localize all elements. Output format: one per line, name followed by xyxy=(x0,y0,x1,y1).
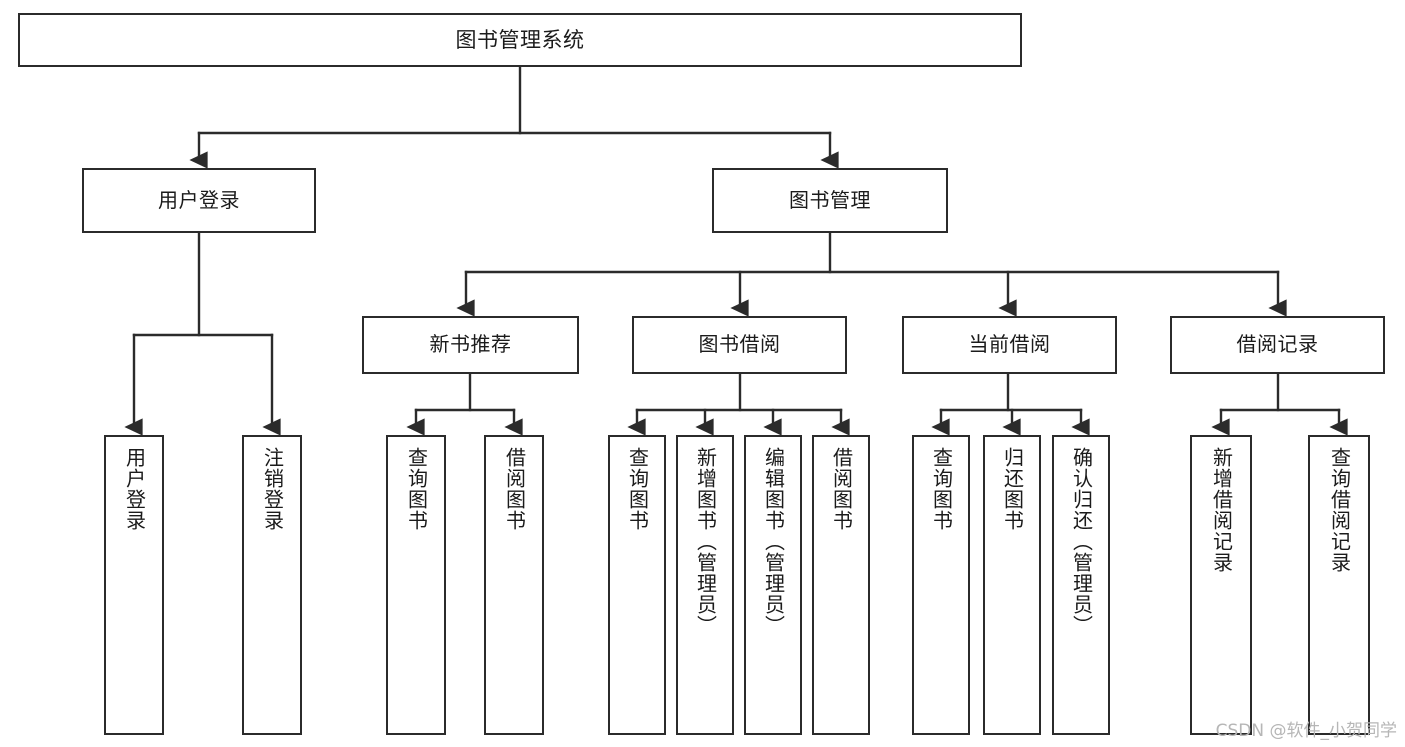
node-label: 新书推荐 xyxy=(429,332,512,357)
node-new-book-recommend[interactable]: 新书推荐 xyxy=(362,316,579,374)
node-label: 图书管理 xyxy=(789,187,871,212)
node-leaf-br-add-record[interactable]: 新增借阅记录 xyxy=(1190,435,1252,735)
node-label: 图书管理系统 xyxy=(455,27,585,52)
node-leaf-bb-borrow-book[interactable]: 借阅图书 xyxy=(812,435,870,735)
node-label: 新增图书（管理员） xyxy=(693,447,718,636)
node-leaf-nbr-query-book[interactable]: 查询图书 xyxy=(386,435,446,735)
node-book-management-system[interactable]: 图书管理系统 xyxy=(18,13,1022,67)
node-leaf-bb-add-book[interactable]: 新增图书（管理员） xyxy=(676,435,734,735)
node-leaf-cb-return-book[interactable]: 归还图书 xyxy=(983,435,1041,735)
node-label: 图书借阅 xyxy=(698,332,781,357)
node-leaf-nbr-borrow-book[interactable]: 借阅图书 xyxy=(484,435,544,735)
node-label: 借阅记录 xyxy=(1236,332,1319,357)
node-leaf-user-login[interactable]: 用户登录 xyxy=(104,435,164,735)
node-label: 注销登录 xyxy=(260,447,285,531)
node-leaf-bb-edit-book[interactable]: 编辑图书（管理员） xyxy=(744,435,802,735)
node-leaf-cb-confirm-return[interactable]: 确认归还（管理员） xyxy=(1052,435,1110,735)
node-label: 编辑图书（管理员） xyxy=(761,447,786,636)
node-leaf-user-logout[interactable]: 注销登录 xyxy=(242,435,302,735)
node-current-borrow[interactable]: 当前借阅 xyxy=(902,316,1117,374)
node-label: 用户登录 xyxy=(122,447,147,531)
node-label: 查询借阅记录 xyxy=(1327,447,1352,573)
node-user-login[interactable]: 用户登录 xyxy=(82,168,316,233)
node-book-borrow[interactable]: 图书借阅 xyxy=(632,316,847,374)
node-label: 用户登录 xyxy=(158,187,240,212)
node-label: 查询图书 xyxy=(625,447,650,531)
node-label: 借阅图书 xyxy=(502,447,527,531)
node-label: 查询图书 xyxy=(404,447,429,531)
node-book-manage[interactable]: 图书管理 xyxy=(712,168,948,233)
node-label: 归还图书 xyxy=(1000,447,1025,531)
node-label: 查询图书 xyxy=(929,447,954,531)
node-label: 新增借阅记录 xyxy=(1209,447,1234,573)
node-leaf-cb-query-book[interactable]: 查询图书 xyxy=(912,435,970,735)
node-label: 借阅图书 xyxy=(829,447,854,531)
node-label: 确认归还（管理员） xyxy=(1069,447,1094,636)
node-leaf-bb-query-book[interactable]: 查询图书 xyxy=(608,435,666,735)
node-leaf-br-query-record[interactable]: 查询借阅记录 xyxy=(1308,435,1370,735)
node-borrow-record[interactable]: 借阅记录 xyxy=(1170,316,1385,374)
watermark: CSDN @软件_小贺同学 xyxy=(1215,721,1397,741)
node-label: 当前借阅 xyxy=(968,332,1051,357)
